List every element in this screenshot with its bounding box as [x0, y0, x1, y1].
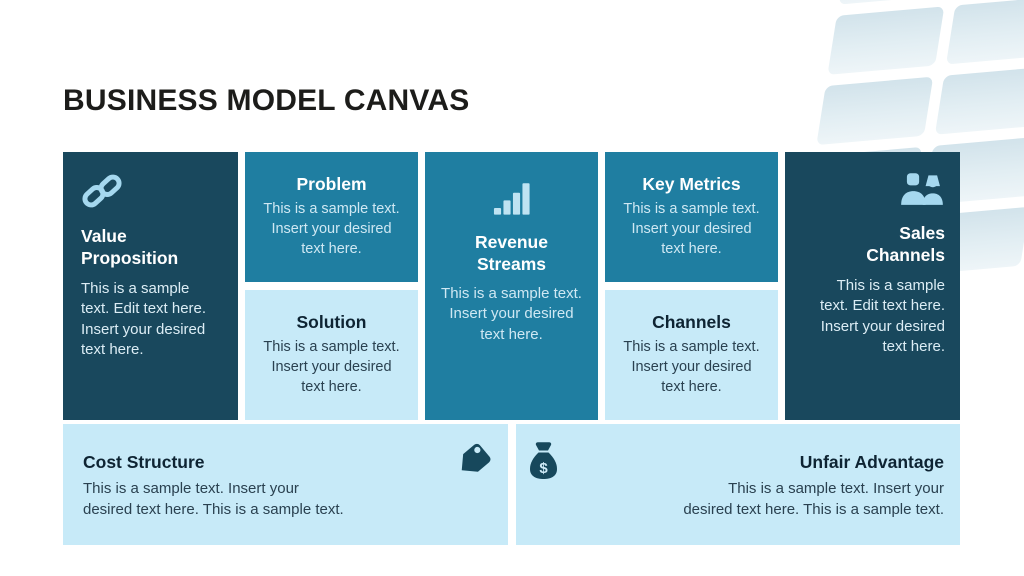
box-body: This is a sample text. Insert your desir…	[683, 480, 944, 518]
box-body: This is a sample text. Insert your desir…	[83, 480, 344, 518]
bar-chart-icon	[493, 183, 531, 219]
box-title: Key Metrics	[642, 174, 741, 194]
box-body: This is a sample text. Insert your desir…	[441, 284, 582, 343]
key-metrics-box: Key Metrics This is a sample text. Inser…	[605, 152, 778, 282]
svg-text:$: $	[539, 460, 548, 477]
decor-tile	[945, 0, 1024, 65]
decor-tile	[827, 6, 945, 75]
cost-structure-box: Cost Structure This is a sample text. In…	[63, 424, 508, 545]
channels-box: Channels This is a sample text. Insert y…	[605, 290, 778, 420]
box-body: This is a sample text. Insert your desir…	[623, 339, 760, 395]
box-title: Revenue Streams	[475, 232, 548, 275]
icon-row	[797, 172, 945, 210]
box-title: Solution	[296, 312, 367, 332]
icon-row	[433, 182, 590, 220]
problem-box: Problem This is a sample text. Insert yo…	[245, 152, 418, 282]
value-proposition-box: Value Proposition This is a sample text.…	[63, 152, 238, 420]
box-title: Cost Structure	[83, 452, 205, 472]
box-body: This is a sample text. Insert your desir…	[623, 201, 760, 257]
people-icon	[899, 173, 945, 210]
link-icon	[81, 174, 123, 214]
box-title: Unfair Advantage	[799, 452, 944, 472]
box-body: This is a sample text. Insert your desir…	[263, 201, 400, 257]
solution-box: Solution This is a sample text. Insert y…	[245, 290, 418, 420]
box-body: This is a sample text. Edit text here. I…	[81, 279, 207, 358]
box-title: Sales Channels	[866, 223, 945, 266]
decor-tile	[838, 0, 956, 5]
box-title: Channels	[652, 312, 731, 332]
box-title: Value Proposition	[81, 226, 179, 269]
box-title: Problem	[296, 174, 367, 194]
decor-tile	[816, 76, 934, 146]
unfair-advantage-box: Unfair Advantage This is a sample text. …	[516, 424, 960, 545]
price-tag-icon	[456, 442, 492, 483]
page-title: BUSINESS MODEL CANVAS	[63, 84, 470, 117]
box-body: This is a sample text. Insert your desir…	[263, 339, 400, 395]
sales-channels-box: Sales Channels This is a sample text. Ed…	[785, 152, 960, 420]
money-bag-icon: $	[528, 442, 559, 486]
decor-tile	[934, 66, 1024, 135]
revenue-streams-box: Revenue Streams This is a sample text. I…	[425, 152, 598, 420]
icon-row	[81, 172, 224, 210]
box-body: This is a sample text. Edit text here. I…	[819, 276, 945, 355]
